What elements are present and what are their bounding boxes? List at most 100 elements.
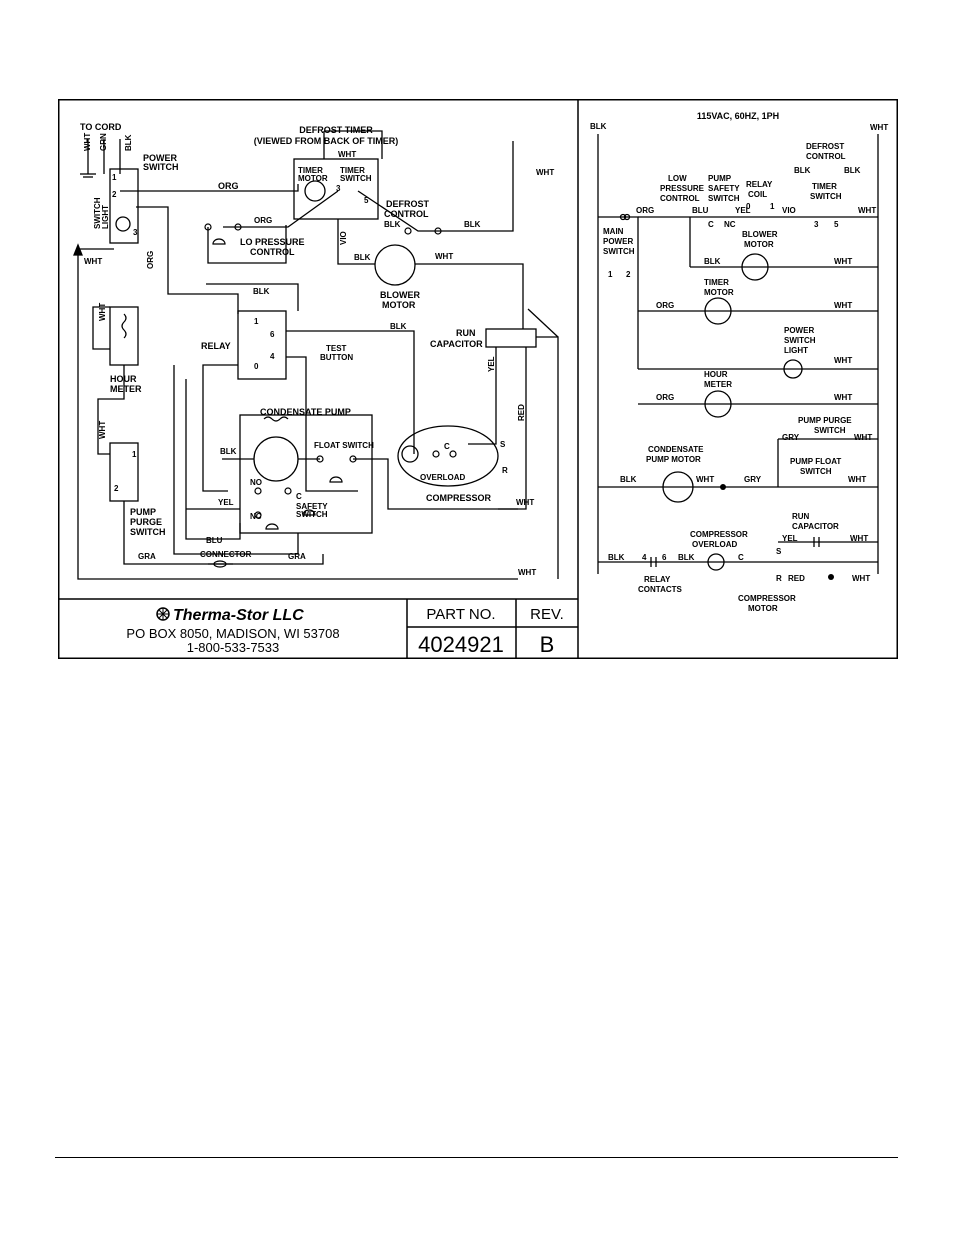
- safety-no-label: NO: [250, 478, 262, 487]
- relay-term-4: 4: [270, 352, 275, 361]
- power-switch-label-2: SWITCH: [143, 162, 179, 172]
- ladder-yel-cap: YEL: [782, 534, 798, 543]
- ladder-red: RED: [788, 574, 805, 583]
- company-phone: 1-800-533-7533: [187, 640, 280, 655]
- ladder-gry-1: GRY: [782, 433, 800, 442]
- low-pressure-label-2: PRESSURE: [660, 184, 705, 193]
- ladder-gry-2: GRY: [744, 475, 762, 484]
- pp-term-1: 1: [132, 450, 137, 459]
- relay-label: RELAY: [201, 341, 231, 351]
- to-cord-label: TO CORD: [80, 122, 122, 132]
- connector-label: CONNECTOR: [200, 550, 252, 559]
- run-capacitor-label-2: CAPACITOR: [430, 339, 483, 349]
- dc-r-blk-1: BLK: [794, 166, 811, 175]
- lo-org-label: ORG: [254, 216, 272, 225]
- rc-term-6: 6: [662, 553, 667, 562]
- rc-term-4: 4: [642, 553, 647, 562]
- ladder-blk-pump: BLK: [620, 475, 637, 484]
- ts-term-3: 3: [336, 184, 341, 193]
- hour-meter-r-2: METER: [704, 380, 732, 389]
- ladder-wht-1: WHT: [858, 206, 876, 215]
- lo-pressure-label-1: LO PRESSURE: [240, 237, 305, 247]
- ladder-labels: 115VAC, 60HZ, 1PH BLK WHT MAIN POWER SWI…: [590, 111, 888, 613]
- timer-motor-r-1: TIMER: [704, 278, 729, 287]
- wiring-diagram-svg: Therma-Stor LLC PO BOX 8050, MADISON, WI…: [58, 99, 898, 659]
- ladder-blk-relay: BLK: [608, 553, 625, 562]
- ladder-s-comp: S: [776, 547, 782, 556]
- timer-motor-r-2: MOTOR: [704, 288, 734, 297]
- rev-label: REV.: [530, 606, 564, 623]
- ladder-lines: [597, 134, 879, 574]
- relay-coil-label-2: COIL: [748, 190, 767, 199]
- relay-term-0: 0: [254, 362, 259, 371]
- timer-switch-r-2: SWITCH: [810, 192, 842, 201]
- part-no-label: PART NO.: [426, 606, 495, 623]
- ladder-blk-blower: BLK: [704, 257, 721, 266]
- wiring-symbols: [121, 223, 457, 568]
- ladder-wht-pp: WHT: [854, 433, 872, 442]
- ladder-wht-hm: WHT: [834, 393, 852, 402]
- coil-term-0: 0: [746, 202, 751, 211]
- blower-motor-label-2: MOTOR: [382, 300, 416, 310]
- page-footer-rule: [55, 1157, 898, 1158]
- ts-term-5: 5: [364, 196, 369, 205]
- defrost-timer-label-2: (VIEWED FROM BACK OF TIMER): [254, 136, 399, 146]
- test-button-label-1: TEST: [326, 344, 347, 353]
- timer-switch-r-1: TIMER: [812, 182, 837, 191]
- comp-wht-label: WHT: [516, 498, 534, 507]
- ladder-wht-bottom: WHT: [852, 574, 870, 583]
- wiring-diagram-sheet: Therma-Stor LLC PO BOX 8050, MADISON, WI…: [58, 99, 898, 659]
- org-label-2: ORG: [146, 251, 155, 269]
- relay-contacts-r-1: RELAY: [644, 575, 671, 584]
- low-pressure-label-3: CONTROL: [660, 194, 700, 203]
- hour-meter-wht: WHT: [98, 303, 107, 321]
- power-switch-label-1: POWER: [143, 153, 178, 163]
- relay-blk-label: BLK: [390, 322, 407, 331]
- blower-wht: WHT: [435, 252, 453, 261]
- relay-term-6: 6: [270, 330, 275, 339]
- pump-purge-r-2: SWITCH: [814, 426, 846, 435]
- low-pressure-label-1: LOW: [668, 174, 687, 183]
- company-address: PO BOX 8050, MADISON, WI 53708: [126, 626, 339, 641]
- ladder-wht-pump: WHT: [696, 475, 714, 484]
- relay-term-1: 1: [254, 317, 259, 326]
- therma-stor-logo: Therma-Stor LLC: [156, 607, 304, 624]
- blu-label: BLU: [206, 536, 223, 545]
- ladder-org-1: ORG: [636, 206, 654, 215]
- ps-term-2: 2: [112, 190, 117, 199]
- condensate-pump-label: CONDENSATE PUMP: [260, 407, 351, 417]
- hour-meter-label-2: METER: [110, 384, 142, 394]
- ladder-blu: BLU: [692, 206, 709, 215]
- pump-purge-r-1: PUMP PURGE: [798, 416, 852, 425]
- ladder-wht-psl: WHT: [834, 356, 852, 365]
- hour-meter-r-1: HOUR: [704, 370, 728, 379]
- ladder-wht-blower: WHT: [834, 257, 852, 266]
- dc-blk-2: BLK: [464, 220, 481, 229]
- psl-label-2: SWITCH: [784, 336, 816, 345]
- comp-r-label: R: [502, 466, 508, 475]
- ladder-nc: NC: [724, 220, 736, 229]
- pump-safety-label-2: SAFETY: [708, 184, 740, 193]
- psl-label-3: LIGHT: [784, 346, 808, 355]
- blower-motor-r-1: BLOWER: [742, 230, 778, 239]
- defrost-control-label-2: CONTROL: [384, 209, 429, 219]
- cord-blk-label: BLK: [124, 134, 133, 151]
- ladder-blk-top: BLK: [590, 122, 607, 131]
- pump-float-r-1: PUMP FLOAT: [790, 457, 841, 466]
- cap-red-label: RED: [517, 404, 526, 421]
- psl-label-1: POWER: [784, 326, 814, 335]
- comp-overload-r-1: COMPRESSOR: [690, 530, 748, 539]
- ladder-org-timer: ORG: [656, 301, 674, 310]
- ps-term-1: 1: [112, 173, 117, 182]
- timer-switch-label-1: TIMER: [340, 166, 365, 175]
- main-power-label-1: MAIN: [603, 227, 624, 236]
- comp-motor-r-2: MOTOR: [748, 604, 778, 613]
- ladder-c-comp: C: [738, 553, 744, 562]
- comp-c-label: C: [444, 442, 450, 451]
- main-power-label-3: SWITCH: [603, 247, 635, 256]
- relay-top-blk: BLK: [253, 287, 270, 296]
- ladder-org-hm: ORG: [656, 393, 674, 402]
- comp-s-label: S: [500, 440, 506, 449]
- condensate-pump-r-1: CONDENSATE: [648, 445, 704, 454]
- run-cap-r-1: RUN: [792, 512, 810, 521]
